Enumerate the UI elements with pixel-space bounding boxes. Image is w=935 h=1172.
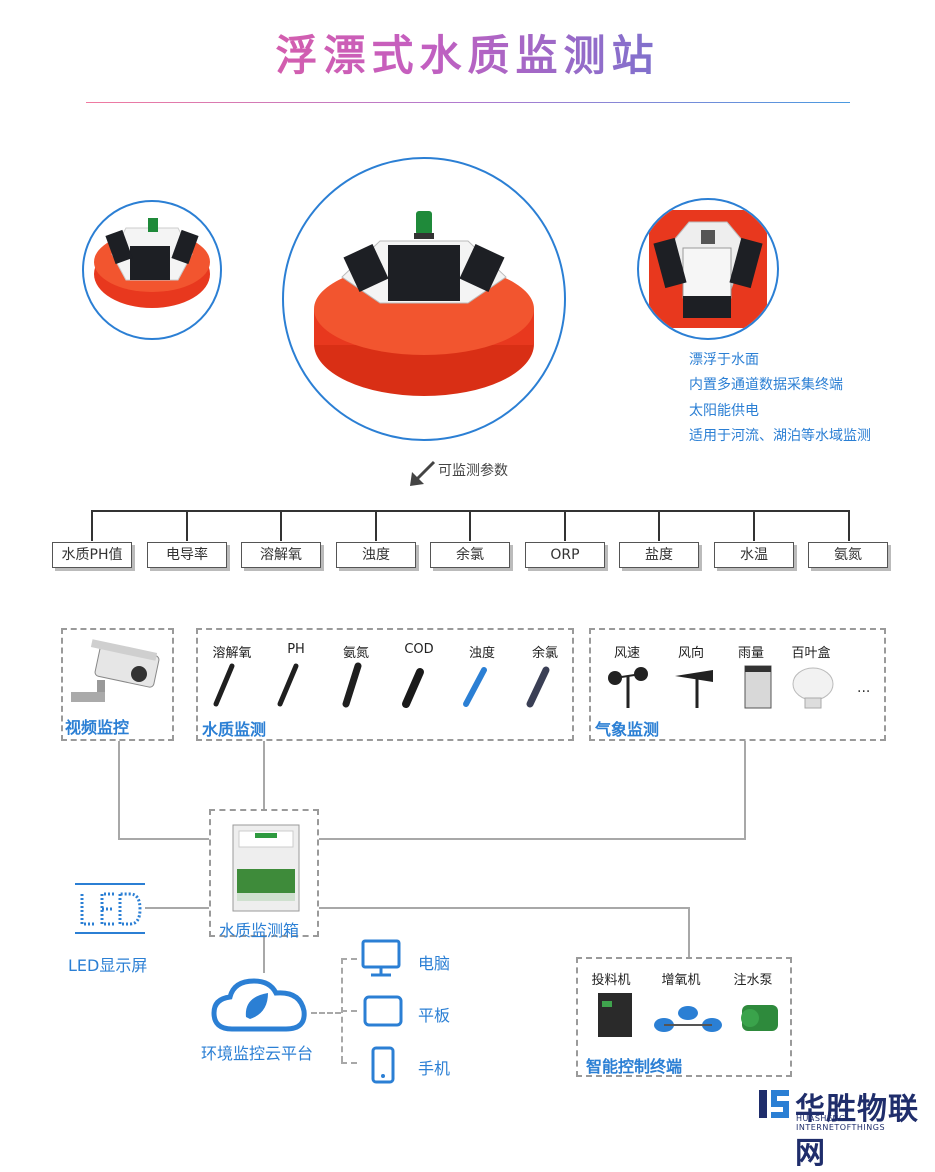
weather-more: ... [857, 680, 871, 696]
weather-shelter-label: 百叶盒 [791, 646, 831, 661]
feature-float: 漂浮于水面 [689, 352, 759, 368]
monitor-box-group: 水质监测箱 [209, 809, 319, 940]
phone-icon [371, 1046, 395, 1084]
water-quality-label: 水质监测 [202, 720, 267, 739]
sensor-chlorine-label: 余氯 [531, 646, 558, 661]
smart-control-group: 投料机 增氧机 注水泵 智能控制终端 [576, 957, 792, 1077]
sensor-do-label: 溶解氧 [212, 646, 252, 661]
sensor-ph-label: PH [287, 642, 305, 657]
probe-icons [213, 662, 550, 708]
led-display-label: LED显示屏 [68, 956, 148, 975]
cabinet-icon [232, 824, 300, 912]
param-water-temp: 水温 [714, 542, 794, 568]
sensor-cod-label: COD [404, 642, 434, 657]
control-pump-label: 注水泵 [733, 973, 773, 988]
param-hint: 可监测参数 [438, 463, 508, 479]
buoy-side-view-image [82, 200, 222, 340]
feature-solar: 太阳能供电 [689, 403, 759, 419]
param-ph: 水质PH值 [52, 542, 132, 568]
video-monitor-group: 视频监控 [61, 628, 174, 741]
param-conductivity: 电导率 [147, 542, 227, 568]
title-divider [86, 102, 850, 103]
control-feeder-label: 投料机 [591, 973, 631, 988]
huasheng-logo-icon [759, 1090, 789, 1118]
param-turbidity: 浊度 [336, 542, 416, 568]
param-dissolved-oxygen: 溶解氧 [241, 542, 321, 568]
sensor-ammonia-label: 氨氮 [342, 646, 369, 661]
device-computer-label: 电脑 [418, 954, 451, 973]
device-tablet-label: 平板 [418, 1006, 451, 1025]
weather-label: 气象监测 [595, 720, 660, 739]
feature-collector: 内置多通道数据采集终端 [689, 377, 843, 393]
weather-rain-label: 雨量 [737, 646, 764, 661]
weather-wind-dir-label: 风向 [677, 646, 704, 661]
weather-sensor-icons [608, 665, 834, 709]
cloud-platform-label: 环境监控云平台 [201, 1044, 314, 1063]
camera-icon [71, 639, 160, 702]
buoy-top-view-image [637, 198, 779, 340]
control-aerator-label: 增氧机 [661, 973, 701, 988]
param-residual-chlorine: 余氯 [430, 542, 510, 568]
page-title: 浮漂式水质监测站 [0, 22, 935, 83]
water-quality-group: 溶解氧 PH 氨氮 COD 浊度 余氯 水质监测 [196, 628, 574, 741]
control-device-icons [598, 993, 778, 1037]
video-monitor-label: 视频监控 [65, 718, 130, 737]
weather-group: 风速 风向 雨量 百叶盒 ... 气象监测 [589, 628, 886, 741]
led-display-icon [75, 883, 145, 934]
param-salinity: 盐度 [619, 542, 699, 568]
param-orp: ORP [525, 542, 605, 568]
tablet-icon [363, 995, 403, 1027]
computer-icon [361, 939, 401, 977]
weather-wind-speed-label: 风速 [613, 646, 640, 661]
cloud-platform-icon [211, 978, 307, 1032]
smart-control-label: 智能控制终端 [586, 1057, 683, 1076]
monitor-box-label: 水质监测箱 [219, 921, 300, 940]
sensor-turbidity-label: 浊度 [468, 646, 495, 661]
feature-usage: 适用于河流、湖泊等水域监测 [689, 428, 871, 444]
logo-subtitle: HUASHENG INTERNETOFTHINGS [796, 1114, 886, 1132]
buoy-main-image [282, 157, 566, 441]
param-ammonia: 氨氮 [808, 542, 888, 568]
device-phone-label: 手机 [418, 1059, 451, 1078]
arrow-down-left-icon [410, 460, 436, 486]
